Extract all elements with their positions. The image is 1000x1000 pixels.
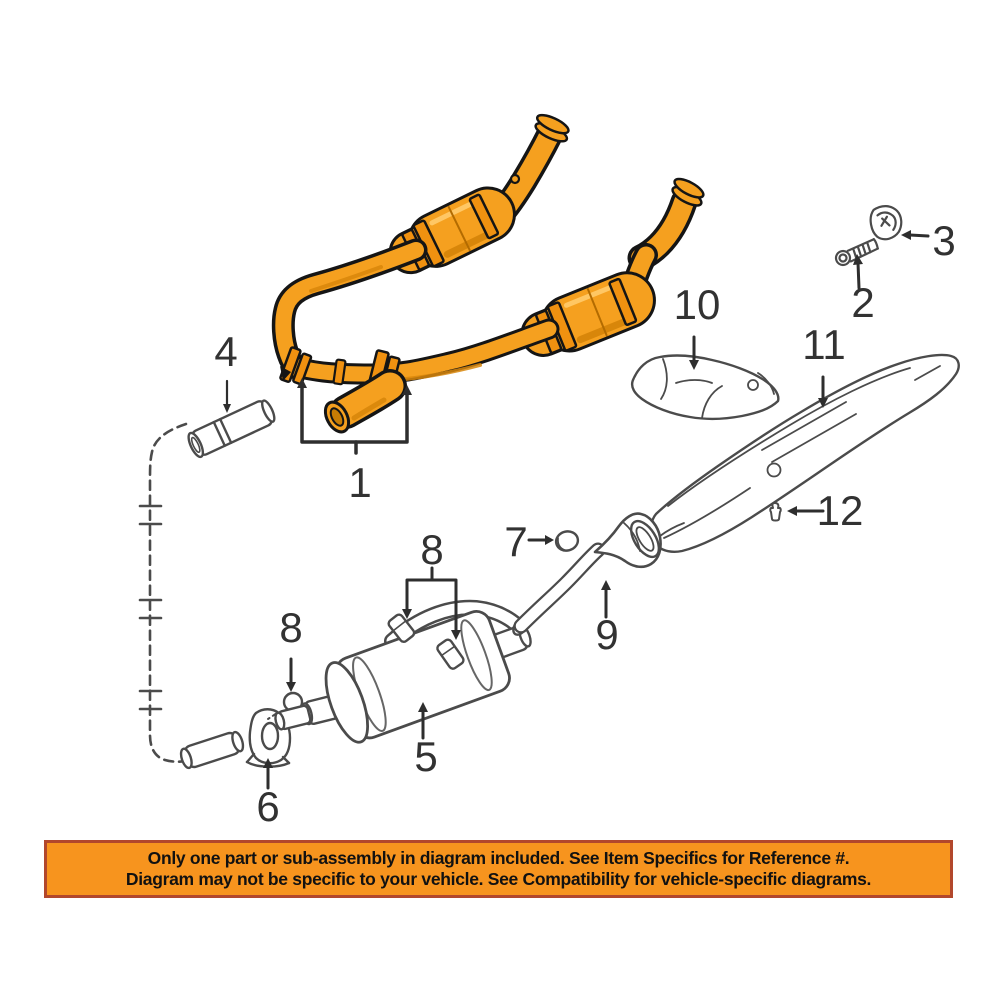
- frame-rail-dashed-line: [138, 422, 208, 763]
- flange-left: [534, 113, 570, 143]
- disclaimer-banner: Only one part or sub-assembly in diagram…: [44, 840, 953, 898]
- callout-4: 4: [214, 328, 238, 413]
- exhaust-y-pipe-assembly-highlighted: [271, 113, 705, 434]
- callout-label-3: 3: [932, 217, 955, 264]
- callout-label-7: 7: [504, 518, 527, 565]
- heat-shield-upper: [630, 354, 780, 420]
- callout-3: 3: [901, 217, 956, 264]
- front-pipe-segment: [179, 730, 245, 770]
- disclaimer-line-1: Only one part or sub-assembly in diagram…: [147, 848, 850, 868]
- hanger-grommet: [554, 530, 580, 552]
- shield-fastener-pin: [769, 502, 782, 522]
- extension-pipe: [187, 399, 276, 459]
- callout-2: 2: [851, 254, 875, 326]
- callout-11: 11: [802, 321, 846, 408]
- callout-6: 6: [256, 758, 280, 830]
- callout-label-5: 5: [414, 733, 437, 780]
- disclaimer-line-2: Diagram may not be specific to your vehi…: [125, 869, 872, 889]
- callout-label-10: 10: [674, 281, 721, 328]
- callout-label-1: 1: [348, 459, 371, 506]
- callout-label-9: 9: [595, 611, 618, 658]
- tailpipe: [512, 512, 662, 636]
- callout-9: 9: [595, 580, 619, 658]
- callout-label-11: 11: [802, 321, 846, 368]
- callout-8-front: 8: [279, 604, 303, 692]
- flange-right: [671, 177, 705, 207]
- callout-5: 5: [414, 702, 438, 780]
- callout-label-8-top: 8: [420, 526, 443, 573]
- callout-10: 10: [674, 281, 721, 370]
- callout-label-2: 2: [851, 279, 874, 326]
- callout-1: 1: [297, 378, 412, 506]
- clamp-top-right: [436, 638, 465, 670]
- muffler-outlet-pipe: [384, 599, 526, 649]
- catalytic-converter-right: [520, 271, 656, 357]
- callout-label-6: 6: [256, 783, 279, 830]
- heat-shield-lower: [649, 353, 960, 553]
- pipe-sensor-hole: [509, 173, 521, 185]
- bolt: [834, 238, 879, 267]
- clip-nut: [869, 205, 903, 241]
- callout-12: 12: [787, 487, 863, 534]
- callout-label-12: 12: [817, 487, 864, 534]
- callout-label-8-front: 8: [279, 604, 302, 651]
- callout-7: 7: [504, 518, 554, 565]
- hanger-pin: [280, 366, 291, 381]
- callout-label-4: 4: [214, 328, 237, 375]
- callout-8-top: 8: [402, 526, 461, 640]
- outlet-open-end: [323, 400, 351, 434]
- callouts: 1 2 3 4 5 6 7: [214, 217, 955, 830]
- clamp-top-left: [387, 613, 416, 643]
